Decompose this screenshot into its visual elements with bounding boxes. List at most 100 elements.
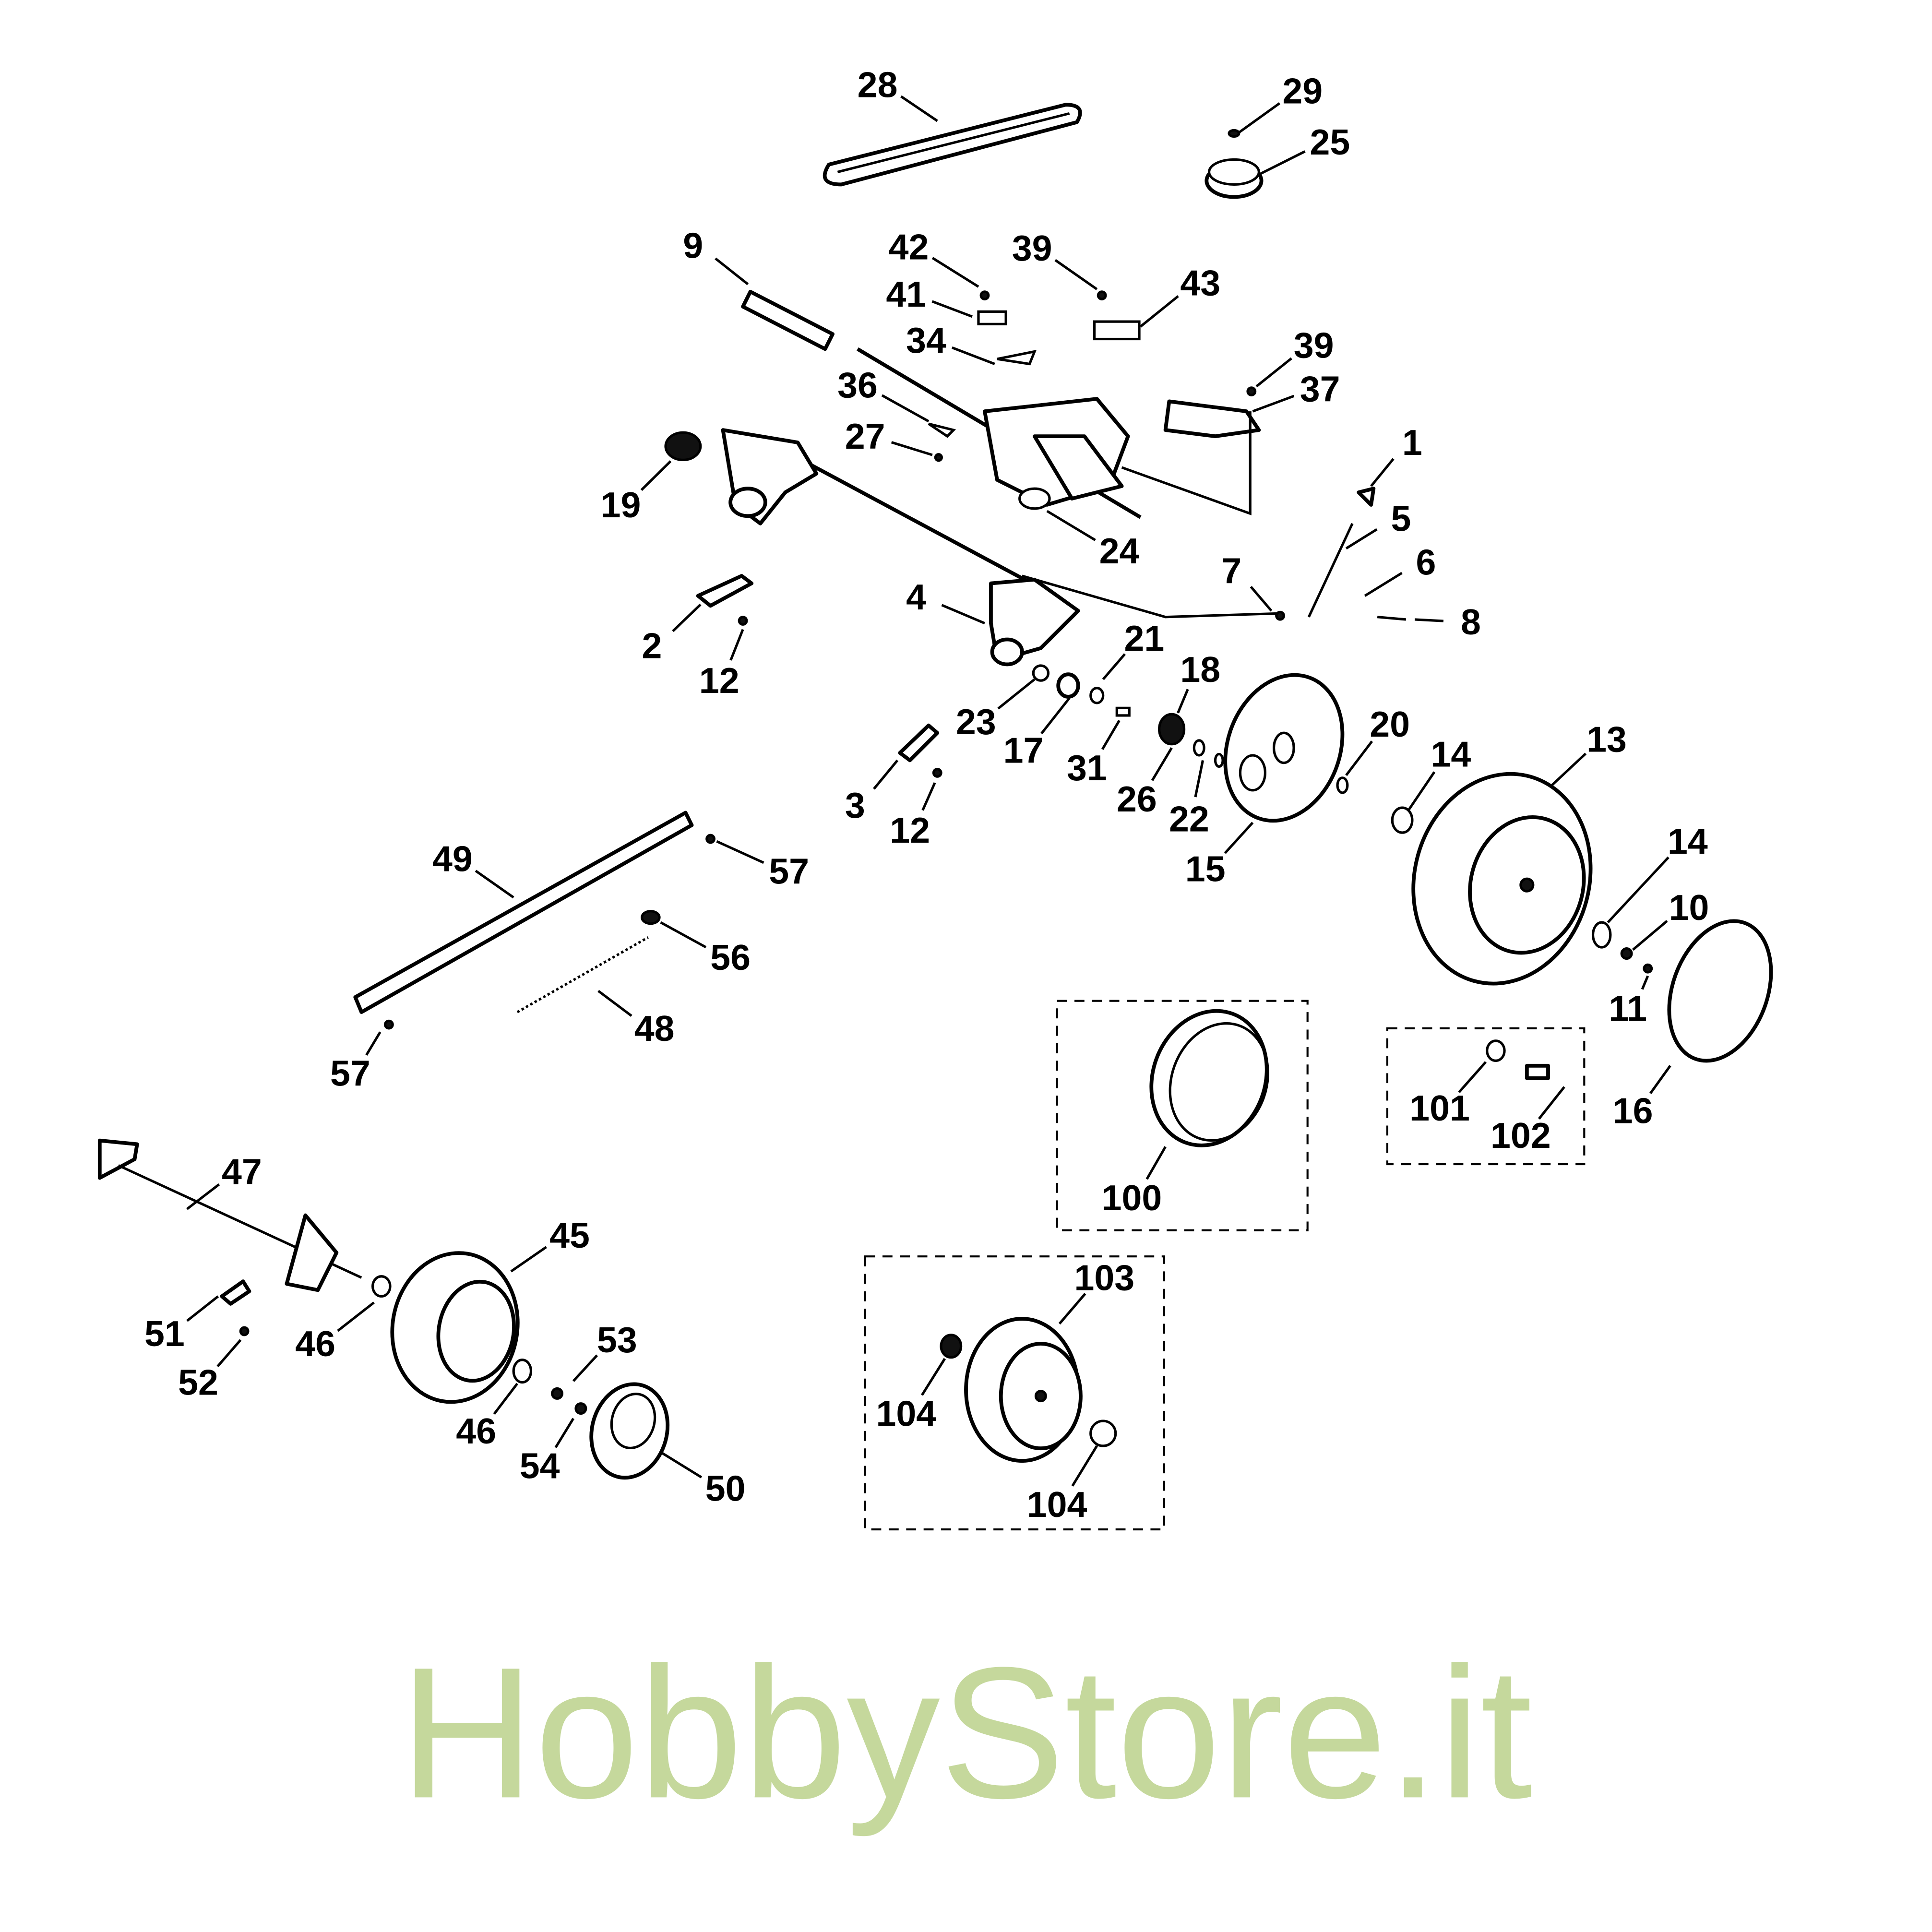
control-linkage <box>1022 411 1407 621</box>
drive-belt <box>823 103 1082 187</box>
part-number-label: 36 <box>837 365 878 405</box>
leader-line <box>1151 747 1173 781</box>
clips-2-3 <box>696 574 942 778</box>
leader-line <box>475 870 514 899</box>
leader-line <box>186 1295 219 1322</box>
roller-19 <box>664 431 702 462</box>
part-number-label: 50 <box>705 1468 746 1508</box>
part-number-label: 56 <box>710 937 751 978</box>
part-number-label: 3 <box>845 785 865 825</box>
small-hardware-top <box>928 290 1261 462</box>
leader-line <box>1252 394 1295 413</box>
part-number-label: 39 <box>1294 325 1334 365</box>
part-number-label: 28 <box>858 65 898 105</box>
part-number-label: 42 <box>889 227 929 267</box>
leader-line <box>951 346 995 365</box>
leader-line <box>216 1339 242 1368</box>
pulley <box>1205 129 1264 199</box>
leader-line <box>554 1418 575 1448</box>
part-number-label: 104 <box>876 1393 936 1433</box>
leader-line <box>1364 572 1403 597</box>
leader-line <box>1458 1061 1487 1093</box>
part-number-label: 21 <box>1124 618 1165 658</box>
part-number-label: 46 <box>295 1324 335 1364</box>
part-number-label: 103 <box>1074 1257 1134 1298</box>
drive-disc-15 <box>1223 673 1345 823</box>
watermark: HobbyStore.it <box>400 1628 1533 1838</box>
part-number-label: 49 <box>432 839 473 879</box>
part-number-label: 16 <box>1613 1090 1653 1131</box>
leader-lines <box>186 95 1671 1487</box>
part-number-label: 11 <box>1609 988 1647 1028</box>
part-number-label: 47 <box>222 1152 262 1192</box>
part-number-label: 5 <box>1391 499 1411 539</box>
part-number-label: 46 <box>456 1411 496 1451</box>
hub-cap-16 <box>1591 919 1773 1063</box>
leader-line <box>715 257 749 286</box>
part-number-label: 52 <box>178 1362 218 1403</box>
leader-line <box>1237 102 1280 135</box>
leader-line <box>1370 458 1395 487</box>
washer-bolt-101-102 <box>1486 1039 1550 1080</box>
part-number-label: 10 <box>1669 887 1709 928</box>
leader-line <box>1649 1065 1671 1094</box>
part-number-label: 25 <box>1310 122 1350 162</box>
leader-line <box>716 840 764 864</box>
part-number-label: 104 <box>1027 1484 1087 1525</box>
wheel-103 <box>940 1317 1117 1463</box>
kit-box-101-102 <box>1386 1027 1586 1166</box>
part-number-label: 31 <box>1067 748 1107 788</box>
part-number-label: 13 <box>1586 719 1627 759</box>
leader-line <box>1040 697 1071 735</box>
leader-line <box>1101 719 1121 750</box>
leader-line <box>597 990 632 1017</box>
leader-line <box>510 1246 547 1273</box>
leader-line <box>1538 1086 1565 1120</box>
part-number-label: 53 <box>597 1320 637 1360</box>
part-number-label: 54 <box>520 1446 560 1486</box>
part-number-label: 37 <box>1300 369 1340 409</box>
leader-line <box>873 759 899 790</box>
leader-line <box>1607 856 1670 923</box>
leader-line <box>1250 585 1273 612</box>
leader-line <box>1145 1146 1167 1180</box>
leader-line <box>931 257 979 288</box>
part-number-label: 8 <box>1461 602 1481 642</box>
part-number-label: 51 <box>144 1313 185 1354</box>
leader-line <box>1632 920 1668 951</box>
leader-line <box>881 394 930 423</box>
leader-line <box>493 1383 518 1415</box>
part-number-label: 19 <box>601 485 641 525</box>
part-number-label: 6 <box>1416 542 1436 582</box>
part-number-label: 41 <box>886 274 926 314</box>
bearings-gear-group <box>1032 664 1349 794</box>
part-number-label: 102 <box>1491 1115 1551 1156</box>
part-number-label: 45 <box>549 1215 590 1255</box>
part-number-label: 39 <box>1012 228 1052 268</box>
leader-line <box>1345 528 1378 550</box>
part-number-label: 24 <box>1099 531 1140 571</box>
part-number-label: 22 <box>1169 799 1209 839</box>
part-number-label: 14 <box>1431 734 1471 774</box>
part-number-label: 27 <box>845 416 885 456</box>
leader-line <box>900 95 938 122</box>
leader-line <box>1641 975 1649 990</box>
leader-line <box>1177 689 1189 714</box>
part-number-label: 9 <box>683 226 703 266</box>
leader-line <box>891 441 933 456</box>
part-number-label: 15 <box>1185 848 1226 889</box>
leader-line <box>660 921 707 949</box>
part-number-label: 26 <box>1117 779 1157 819</box>
part-number-label: 17 <box>1003 730 1044 771</box>
part-number-label: 14 <box>1668 821 1708 861</box>
leader-line <box>1224 822 1254 854</box>
leader-line <box>1046 510 1096 541</box>
spring-48 <box>516 910 661 1014</box>
rear-flap-rod-49 <box>353 811 716 1030</box>
leader-line <box>186 1183 220 1210</box>
leader-line <box>672 603 702 632</box>
leader-line <box>997 678 1036 710</box>
leader-line <box>941 604 985 625</box>
leader-line <box>1551 752 1587 787</box>
